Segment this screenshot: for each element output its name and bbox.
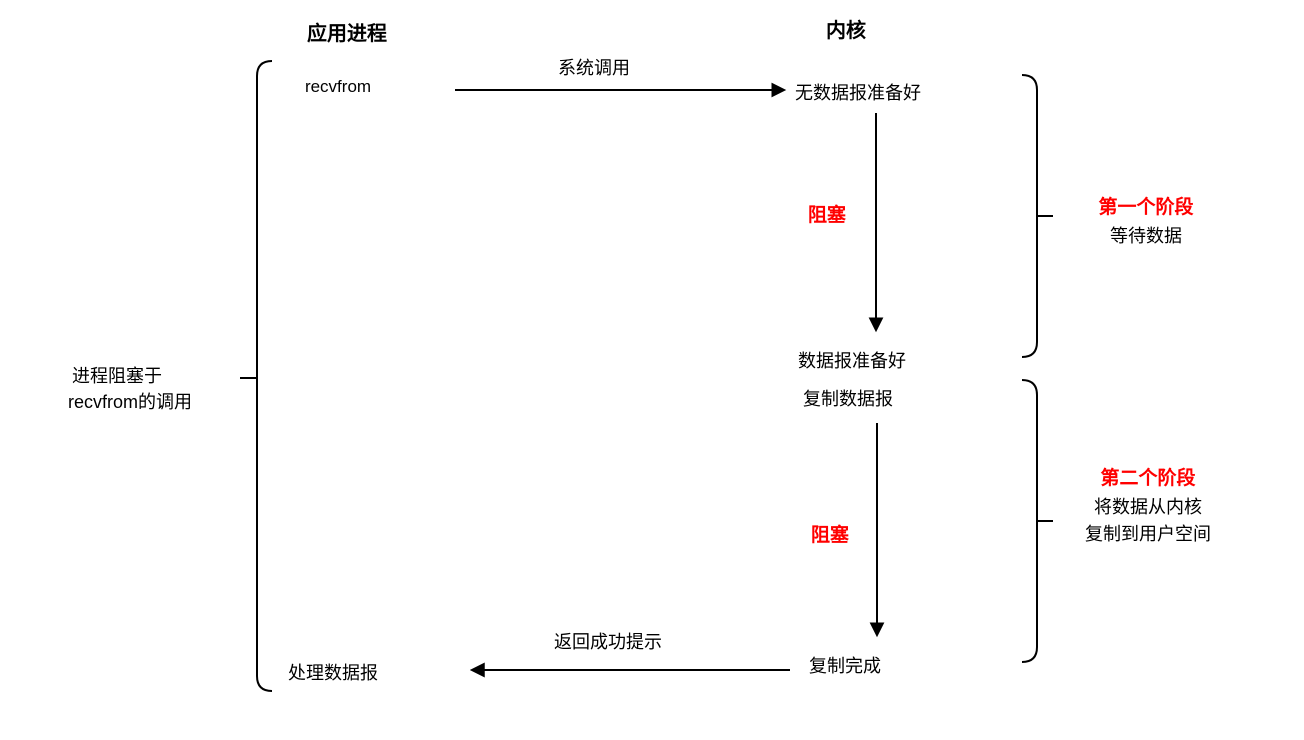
process-datagram-node: 处理数据报	[288, 663, 378, 683]
phase1-subtitle: 等待数据	[1110, 226, 1182, 246]
datagram-ready-node: 数据报准备好	[798, 351, 906, 371]
block-label-phase2: 阻塞	[810, 525, 850, 546]
no-datagram-ready-node: 无数据报准备好	[795, 83, 921, 103]
return-success-label: 返回成功提示	[554, 632, 662, 652]
block-label-phase1: 阻塞	[807, 205, 847, 226]
copy-datagram-node: 复制数据报	[803, 389, 893, 409]
left-note-line1: 进程阻塞于	[72, 366, 162, 386]
left-note-line2: recvfrom的调用	[67, 392, 193, 412]
left-bracket	[256, 60, 273, 692]
recvfrom-node: recvfrom	[304, 77, 372, 96]
phase2-subtitle-line1: 将数据从内核	[1094, 497, 1202, 517]
phase2-subtitle-line2: 复制到用户空间	[1085, 524, 1211, 544]
app-process-header: 应用进程	[307, 23, 387, 45]
phase1-title: 第一个阶段	[1098, 197, 1194, 218]
phase2-title: 第二个阶段	[1100, 468, 1196, 489]
kernel-header: 内核	[826, 20, 866, 42]
phase2-bracket	[1021, 379, 1038, 663]
phase1-bracket	[1021, 74, 1038, 358]
system-call-label: 系统调用	[558, 58, 630, 78]
copy-complete-node: 复制完成	[809, 656, 881, 676]
